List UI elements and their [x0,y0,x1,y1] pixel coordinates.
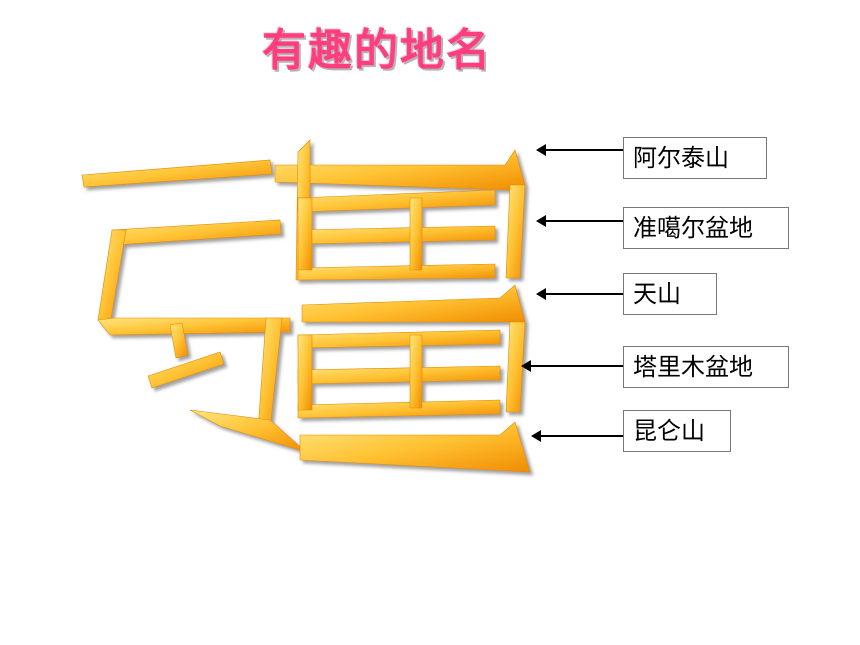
label-altai-mountains: 阿尔泰山 [623,137,767,179]
jiang-character-graphic [81,139,531,473]
arrow-left-icon [536,288,623,300]
label-tianshan-mountains: 天山 [623,273,717,315]
arrow-left-icon [536,215,623,227]
arrow-left-icon [536,144,623,156]
label-tarim-basin: 塔里木盆地 [623,346,789,388]
slide-title: 有趣的地名 [262,25,492,76]
arrow-left-icon [521,360,623,372]
arrow-left-icon [531,430,623,442]
label-junggar-basin: 准噶尔盆地 [623,207,789,249]
label-kunlun-mountains: 昆仑山 [623,410,731,452]
